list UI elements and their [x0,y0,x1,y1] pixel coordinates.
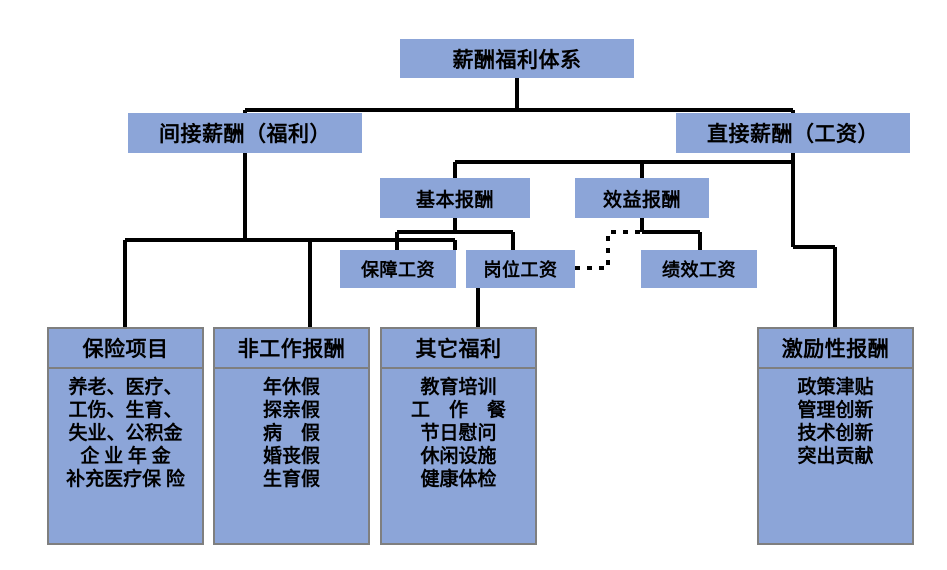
panel-nonworking-pay[interactable]: 非工作报酬 年休假 探亲假 病 假 婚丧假 生育假 [213,327,370,545]
node-basic-pay-label: 基本报酬 [415,189,494,211]
node-root[interactable]: 薪酬福利体系 [400,39,634,78]
panel-incentive-pay-header: 激励性报酬 [759,329,912,369]
list-item: 管理创新 [797,400,874,421]
panel-nonworking-pay-header: 非工作报酬 [215,329,368,369]
node-direct-compensation-label: 直接薪酬（工资） [707,122,879,146]
panel-incentive-pay-body: 政策津贴 管理创新 技术创新 突出贡献 [759,369,912,543]
node-indirect-compensation[interactable]: 间接薪酬（福利） [128,113,362,153]
panel-nonworking-pay-body: 年休假 探亲假 病 假 婚丧假 生育假 [215,369,368,543]
node-performance-wage[interactable]: 绩效工资 [641,250,757,288]
node-performance-wage-label: 绩效工资 [662,260,736,280]
list-item: 教育培训 [420,377,497,398]
panel-incentive-pay[interactable]: 激励性报酬 政策津贴 管理创新 技术创新 突出贡献 [757,327,914,545]
panel-other-benefits[interactable]: 其它福利 教育培训 工 作 餐 节日慰问 休闲设施 健康体检 [380,327,537,545]
list-item: 技术创新 [797,423,874,444]
panel-insurance-items-header: 保险项目 [49,329,202,369]
list-item: 休闲设施 [420,446,497,467]
panel-other-benefits-body: 教育培训 工 作 餐 节日慰问 休闲设施 健康体检 [382,369,535,543]
node-direct-compensation[interactable]: 直接薪酬（工资） [676,113,910,153]
list-item: 婚丧假 [262,446,320,467]
list-item: 补充医疗保 险 [66,469,185,490]
panel-other-benefits-header: 其它福利 [382,329,535,369]
list-item: 养老、医疗、 [68,377,183,398]
list-item: 失业、公积金 [68,423,183,444]
list-item: 节日慰问 [420,423,497,444]
node-post-wage-label: 岗位工资 [483,260,558,280]
list-item: 健康体检 [420,469,497,490]
panel-insurance-items-body: 养老、医疗、 工伤、生育、 失业、公积金 企 业 年 金 补充医疗保 险 [49,369,202,543]
node-performance-based-pay[interactable]: 效益报酬 [575,178,709,218]
node-indirect-compensation-label: 间接薪酬（福利） [159,122,331,146]
list-item: 政策津贴 [797,377,874,398]
node-root-label: 薪酬福利体系 [452,47,582,72]
list-item: 工伤、生育、 [68,400,183,421]
node-basic-pay[interactable]: 基本报酬 [380,178,530,218]
list-item: 突出贡献 [797,446,874,467]
node-guarantee-wage-label: 保障工资 [361,260,435,280]
list-item: 工 作 餐 [410,400,506,421]
wire-dotted-postwage-to-perfpay [575,230,642,270]
list-item: 年休假 [262,377,320,398]
list-item: 病 假 [262,423,320,444]
node-post-wage[interactable]: 岗位工资 [466,250,575,288]
node-guarantee-wage[interactable]: 保障工资 [340,250,456,288]
list-item: 企 业 年 金 [80,446,171,467]
list-item: 生育假 [262,469,320,490]
panel-insurance-items[interactable]: 保险项目 养老、医疗、 工伤、生育、 失业、公积金 企 业 年 金 补充医疗保 … [47,327,204,545]
node-performance-based-pay-label: 效益报酬 [602,189,681,211]
list-item: 探亲假 [262,400,320,421]
